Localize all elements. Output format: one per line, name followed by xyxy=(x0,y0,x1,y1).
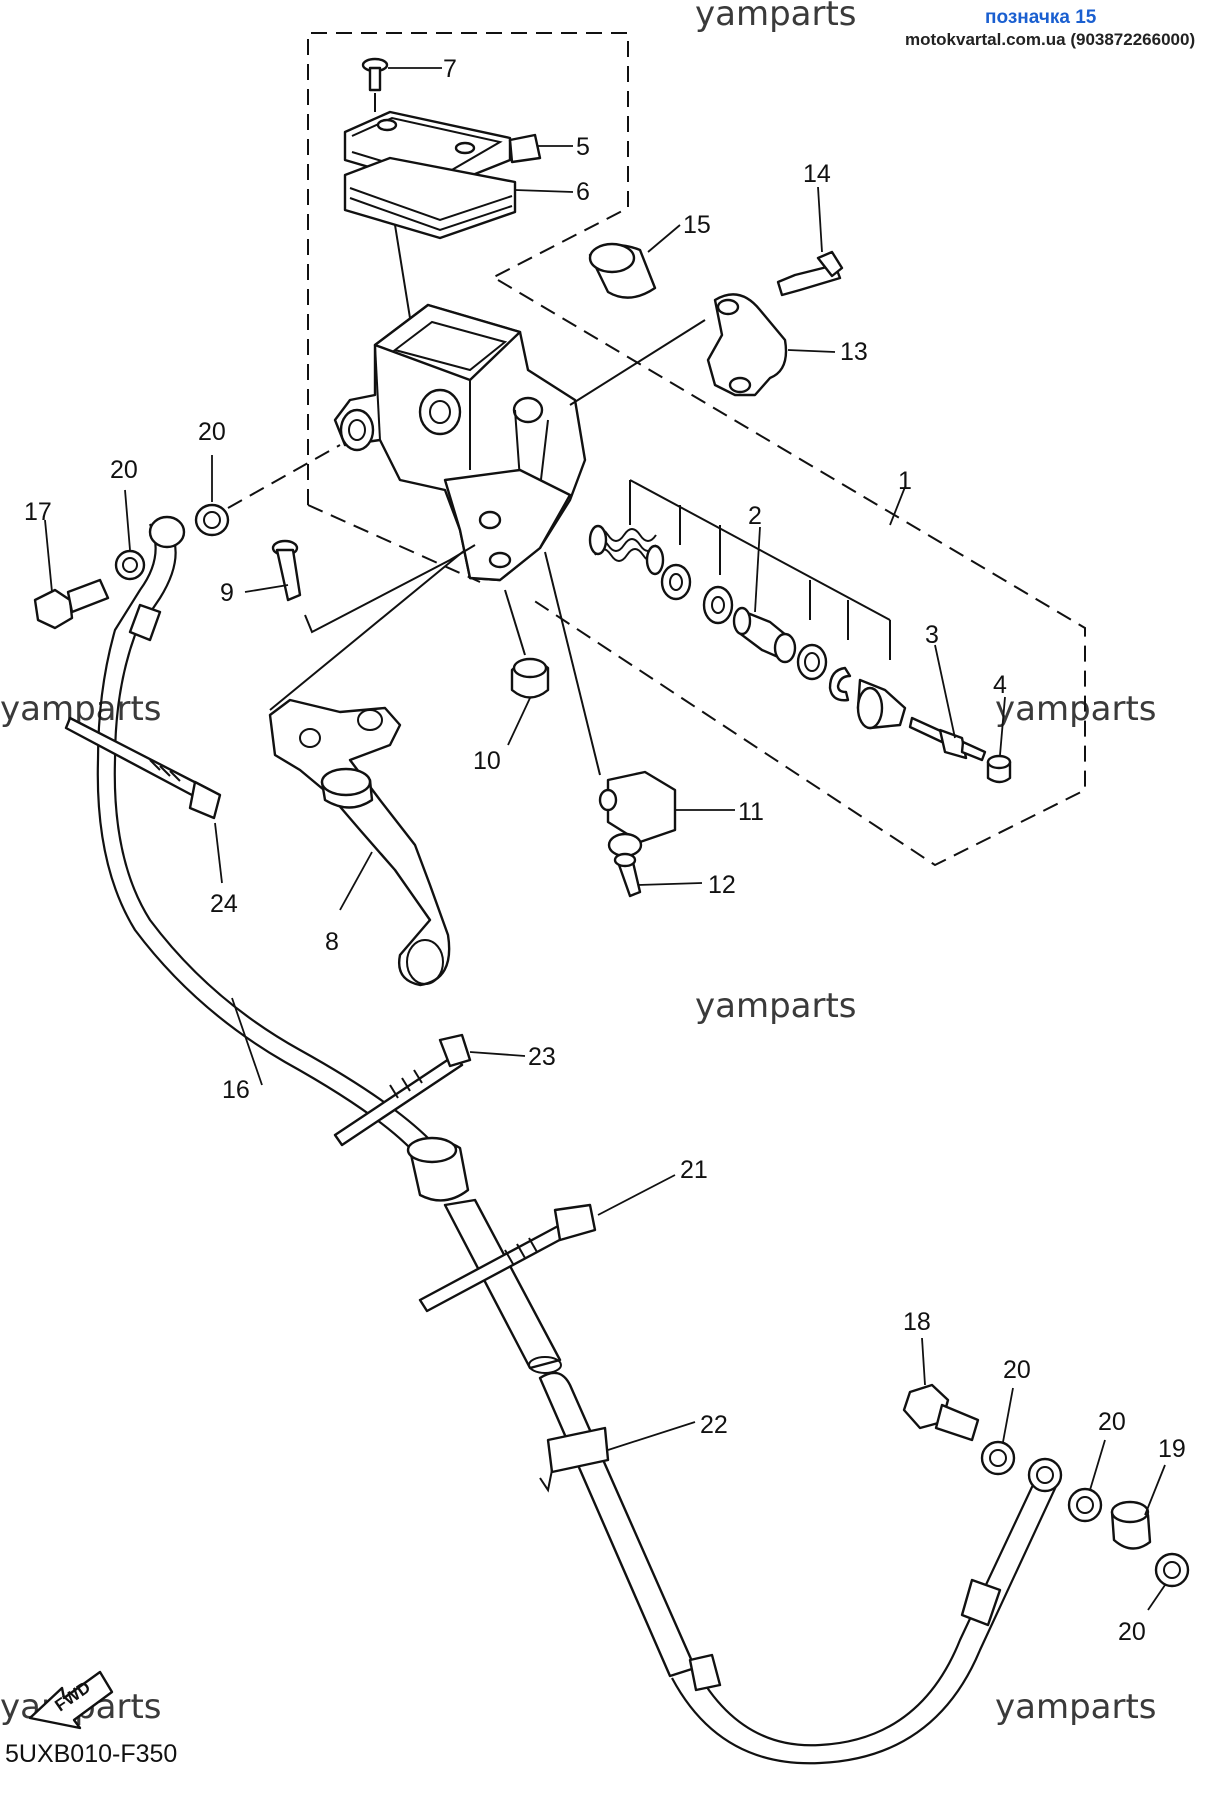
callout-20-lower-1: 20 xyxy=(1003,1356,1031,1384)
callout-8: 8 xyxy=(325,928,339,956)
callout-20-upper: 20 xyxy=(198,418,226,446)
watermark-bottom-right: yamparts xyxy=(995,1687,1157,1727)
part-6-diaphragm xyxy=(343,156,574,240)
part-13-clamp xyxy=(706,293,836,397)
part-24-tie-strap xyxy=(64,716,223,884)
callout-21: 21 xyxy=(680,1156,708,1184)
part-11-clutch-switch xyxy=(544,551,735,858)
part-20-washer-lower-1 xyxy=(980,1387,1016,1476)
watermark-center: yamparts xyxy=(695,986,857,1026)
reservoir-guide-line xyxy=(394,224,411,319)
callout-6: 6 xyxy=(576,178,590,206)
diagram-code: 5UXB010-F350 xyxy=(5,1740,177,1768)
banjo-guide-line xyxy=(227,444,341,509)
part-9-pivot-bolt xyxy=(244,539,476,634)
part-21-tie-strap xyxy=(418,1174,676,1313)
part-8-clutch-lever xyxy=(268,549,466,987)
callout-15: 15 xyxy=(683,211,711,239)
part-12-screw xyxy=(613,852,703,898)
hose-joint xyxy=(406,1136,562,1374)
callout-13: 13 xyxy=(840,338,868,366)
lower-hose xyxy=(671,1457,1063,1765)
dust-boot xyxy=(856,678,907,730)
header-site: motokvartal.com.ua (903872266000) xyxy=(905,30,1195,49)
callout-9: 9 xyxy=(220,579,234,607)
part-15-sleeve xyxy=(588,224,681,299)
part-10-nut xyxy=(504,589,550,746)
header-badge: позначка 15 xyxy=(985,7,1097,28)
assembly-1-outline xyxy=(497,279,1086,867)
master-cylinder-body xyxy=(333,303,587,582)
part-20-washer-lower-2 xyxy=(1067,1439,1106,1523)
part-22-hose-clamp xyxy=(538,1371,697,1678)
part-3-push-rod xyxy=(908,644,987,762)
circlip xyxy=(828,666,852,702)
clamp-guide-line xyxy=(569,319,706,406)
callout-22: 22 xyxy=(700,1411,728,1439)
watermark-top: yamparts xyxy=(695,0,857,34)
callout-23: 23 xyxy=(528,1043,556,1071)
callout-3: 3 xyxy=(925,621,939,649)
callout-7: 7 xyxy=(443,55,457,83)
callout-10: 10 xyxy=(473,747,501,775)
callout-14: 14 xyxy=(803,160,831,188)
part-19-spacer xyxy=(1110,1464,1166,1550)
watermark-right: yamparts xyxy=(995,689,1157,729)
part-20-washer-left xyxy=(114,489,146,581)
callout-24: 24 xyxy=(210,890,238,918)
part-20-washer-upper xyxy=(194,455,230,537)
callout-17: 17 xyxy=(24,498,52,526)
callout-20-lower-2: 20 xyxy=(1098,1408,1126,1436)
spring-seat xyxy=(660,563,692,601)
callout-5: 5 xyxy=(576,133,590,161)
part-4-cap xyxy=(986,696,1012,784)
part-7-screw xyxy=(361,57,442,112)
part-14-bolt xyxy=(776,186,844,297)
callout-18: 18 xyxy=(903,1308,931,1336)
part-2-piston xyxy=(732,526,797,664)
reservoir-assembly-outline xyxy=(307,32,629,583)
callout-16: 16 xyxy=(222,1076,250,1104)
part-23-tie-strap xyxy=(333,1033,526,1147)
piston-spring xyxy=(588,524,665,576)
callout-4: 4 xyxy=(993,671,1007,699)
callout-12: 12 xyxy=(708,871,736,899)
callout-19: 19 xyxy=(1158,1435,1186,1463)
callout-11: 11 xyxy=(738,798,764,826)
piston-cup xyxy=(702,585,734,625)
callout-1: 1 xyxy=(898,467,912,495)
callout-20-lower-3: 20 xyxy=(1118,1618,1146,1646)
callout-2: 2 xyxy=(748,502,762,530)
part-17-banjo-bolt xyxy=(33,519,110,630)
part-20-washer-lower-3 xyxy=(1147,1552,1190,1611)
part-16-clutch-hose xyxy=(96,515,431,1151)
part-1-callout-bracket xyxy=(629,479,906,660)
callout-20-left: 20 xyxy=(110,456,138,484)
piston-washer xyxy=(796,643,828,681)
part-18-banjo-bolt xyxy=(902,1337,980,1442)
